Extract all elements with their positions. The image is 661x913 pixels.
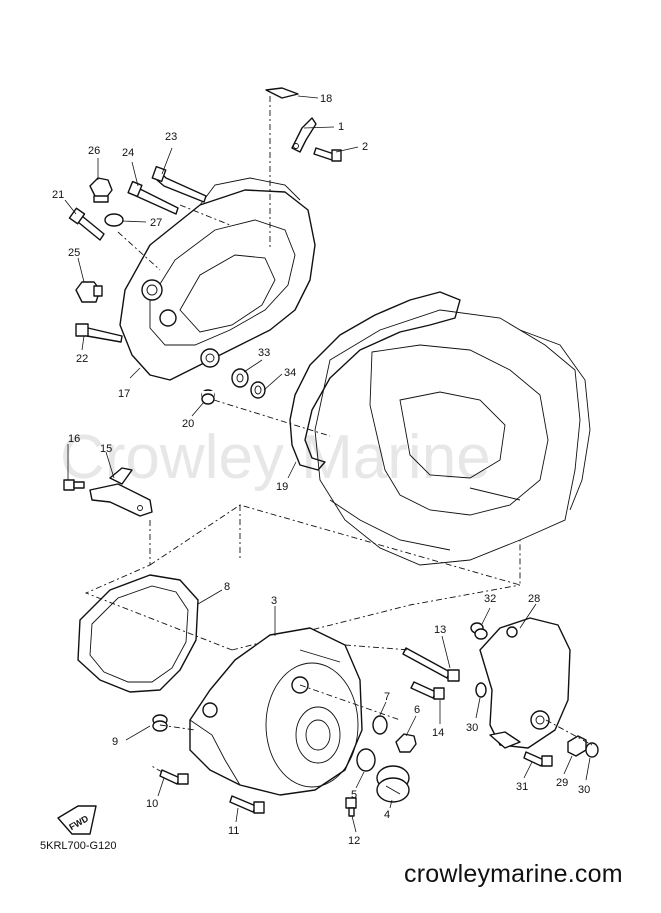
oil-seal-33 <box>231 368 249 388</box>
bolt-10 <box>159 769 189 785</box>
callout-20: 20 <box>182 418 194 430</box>
bolt-21 <box>68 207 105 241</box>
bolt-31 <box>523 751 553 767</box>
callout-21: 21 <box>52 189 64 201</box>
plug-6 <box>395 733 417 753</box>
sight-glass-25 <box>75 281 103 303</box>
bearing-34 <box>250 381 266 399</box>
bolt-12 <box>345 797 357 817</box>
leader-lines <box>64 95 591 833</box>
callout-16: 16 <box>68 433 80 445</box>
callout-23: 23 <box>165 131 177 143</box>
bolt-16 <box>63 479 85 491</box>
callout-3: 3 <box>271 595 277 607</box>
callout-24: 24 <box>122 147 134 159</box>
washer-30a <box>475 682 487 698</box>
callout-11: 11 <box>228 825 239 837</box>
callout-33: 33 <box>258 347 270 359</box>
bolt-23 <box>151 165 207 203</box>
side-cover-28 <box>479 617 571 749</box>
alignment-line <box>299 684 401 721</box>
bracket-15 <box>89 467 153 517</box>
alignment-line <box>179 204 231 226</box>
o-ring-5 <box>356 748 376 772</box>
callout-8: 8 <box>224 581 230 593</box>
bolt-2 <box>313 147 342 162</box>
alignment-line <box>117 231 161 271</box>
crankcase-cover-17 <box>119 177 316 381</box>
alignment-line <box>84 520 233 651</box>
cover-gasket-8 <box>77 574 199 693</box>
plug-4 <box>376 765 410 803</box>
bolt-11 <box>229 795 265 814</box>
callout-28: 28 <box>528 593 540 605</box>
alignment-line <box>213 399 331 437</box>
callout-5: 5 <box>351 789 357 801</box>
crankcase-cover-3 <box>189 627 363 796</box>
dowel-pin-9 <box>152 714 168 732</box>
callout-2: 2 <box>362 141 368 153</box>
callout-10: 10 <box>146 798 158 810</box>
callout-30b: 30 <box>578 784 590 796</box>
fwd-arrow-icon: FWD <box>57 805 97 835</box>
alignment-line <box>344 644 411 651</box>
oil-filler-plug-26 <box>89 177 113 203</box>
callout-6: 6 <box>414 704 420 716</box>
alignment-line <box>149 504 521 586</box>
alignment-line <box>545 719 593 746</box>
washer-30b <box>585 742 599 758</box>
callout-17: 17 <box>118 388 130 400</box>
callout-15: 15 <box>100 443 112 455</box>
engine-block <box>314 309 591 566</box>
dowel-pin-32 <box>470 622 488 640</box>
callout-1: 1 <box>338 121 344 133</box>
watermark-text: Crowley Marine <box>60 423 491 492</box>
callout-26: 26 <box>88 145 100 157</box>
crankcase-gasket <box>289 291 461 471</box>
alignment-line <box>159 724 196 731</box>
callout-31: 31 <box>516 781 528 793</box>
bolt-13 <box>402 647 460 682</box>
alignment-line <box>149 764 163 773</box>
brand-url[interactable]: crowleymarine.com <box>404 860 623 888</box>
clamp-18 <box>265 87 299 99</box>
o-ring-7 <box>372 715 388 735</box>
o-ring-27 <box>104 213 124 227</box>
callout-labels: 1 2 3 4 5 6 7 8 9 10 11 12 13 14 15 16 1… <box>52 93 590 847</box>
callout-4: 4 <box>384 809 390 821</box>
callout-32: 32 <box>484 593 496 605</box>
diagram-code: 5KRL700-G120 <box>40 840 117 852</box>
callout-29: 29 <box>556 777 568 789</box>
callout-7: 7 <box>384 691 390 703</box>
callout-13: 13 <box>434 624 446 636</box>
callout-19: 19 <box>276 481 288 493</box>
callout-34: 34 <box>284 367 296 379</box>
dowel-pin-20 <box>201 389 215 405</box>
callout-12: 12 <box>348 835 360 847</box>
bolt-22 <box>75 323 123 343</box>
callout-22: 22 <box>76 353 88 365</box>
callout-14: 14 <box>432 727 444 739</box>
callout-25: 25 <box>68 247 80 259</box>
nut-29 <box>567 735 587 757</box>
callout-9: 9 <box>112 736 118 748</box>
bolt-14 <box>410 681 445 700</box>
bracket-1 <box>291 117 317 153</box>
callout-30a: 30 <box>466 722 478 734</box>
callout-18: 18 <box>320 93 332 105</box>
callout-27: 27 <box>150 217 162 229</box>
cover-gasket-8-inner <box>89 585 189 683</box>
